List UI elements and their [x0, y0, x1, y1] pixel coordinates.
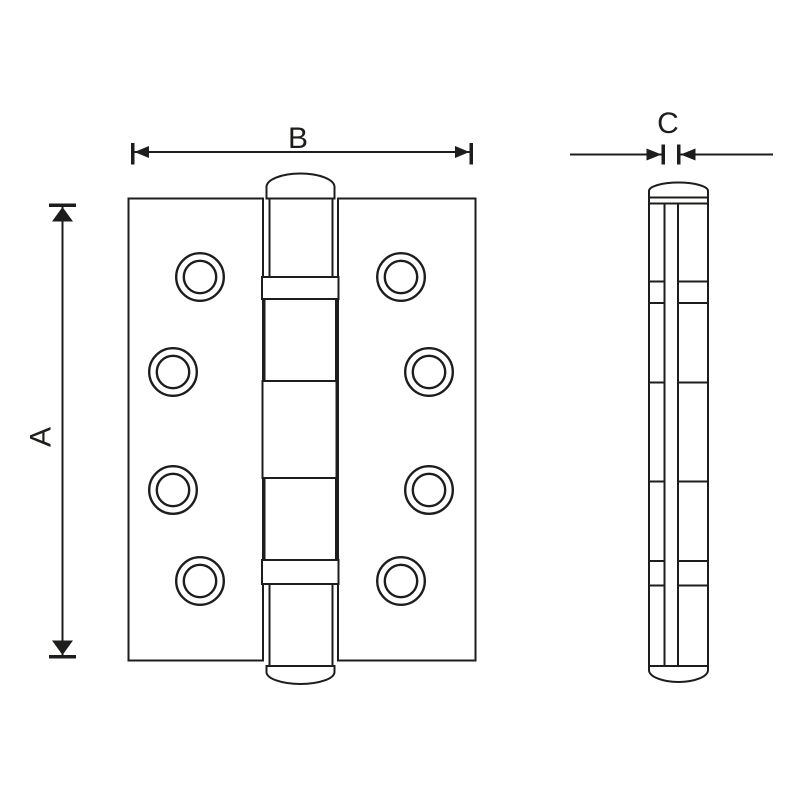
dim-a-top-tick	[49, 203, 76, 207]
screw-hole-outer	[147, 347, 198, 398]
left-leaf-screw-holes	[147, 251, 225, 607]
screw-hole-inner	[155, 354, 191, 390]
screw-hole-inner	[383, 563, 419, 599]
dim-b-left-tick	[131, 143, 135, 165]
barrel-knuckle	[263, 298, 337, 382]
barrel-bearing-ring	[261, 559, 340, 585]
screw-hole-outer	[174, 251, 225, 302]
screw-hole-outer	[376, 251, 427, 302]
dim-c-left-tick	[661, 144, 665, 165]
dim-c-label: C	[657, 107, 679, 140]
dim-c-arrow-right	[646, 148, 662, 161]
screw-hole-outer	[404, 465, 455, 516]
barrel-knuckle	[268, 583, 334, 667]
dim-b-label: B	[288, 122, 308, 155]
screw-hole-inner	[383, 259, 419, 295]
dim-a-arrow-up	[52, 207, 73, 222]
screw-hole-outer	[404, 347, 455, 398]
dim-b-right-tick	[469, 143, 473, 165]
dim-b-arrow-left	[134, 146, 149, 158]
screw-hole-inner	[411, 472, 447, 508]
screw-hole-outer	[147, 465, 198, 516]
barrel-bearing-ring	[261, 276, 340, 300]
dim-c-right-tick	[677, 144, 681, 165]
side-bottom-cap	[648, 665, 709, 683]
barrel-top-cap	[265, 172, 336, 200]
dimension-C: C	[570, 107, 773, 165]
dim-a-label: A	[25, 427, 58, 447]
dim-c-arrow-left	[680, 148, 696, 161]
side-view	[648, 181, 709, 683]
right-leaf-screw-holes	[376, 251, 455, 607]
screw-hole-inner	[411, 354, 447, 390]
front-view	[127, 172, 477, 685]
barrel-knuckle	[263, 477, 337, 561]
side-knuckle-lines	[649, 280, 708, 587]
barrel-knuckle	[268, 197, 334, 278]
screw-hole-inner	[182, 563, 218, 599]
dimension-A: A	[25, 203, 76, 659]
screw-hole-inner	[155, 472, 191, 508]
dim-a-bottom-tick	[49, 655, 76, 659]
barrel-bottom-cap	[265, 665, 336, 685]
dimension-B: B	[131, 122, 473, 165]
right-leaf	[337, 197, 477, 662]
dim-a-arrow-down	[52, 640, 73, 655]
hinge-barrel	[261, 172, 340, 685]
left-leaf	[127, 197, 264, 662]
screw-hole-outer	[376, 556, 427, 607]
dim-b-arrow-right	[455, 146, 470, 158]
barrel-knuckle	[261, 380, 338, 479]
screw-hole-inner	[182, 259, 218, 295]
screw-hole-outer	[174, 556, 225, 607]
